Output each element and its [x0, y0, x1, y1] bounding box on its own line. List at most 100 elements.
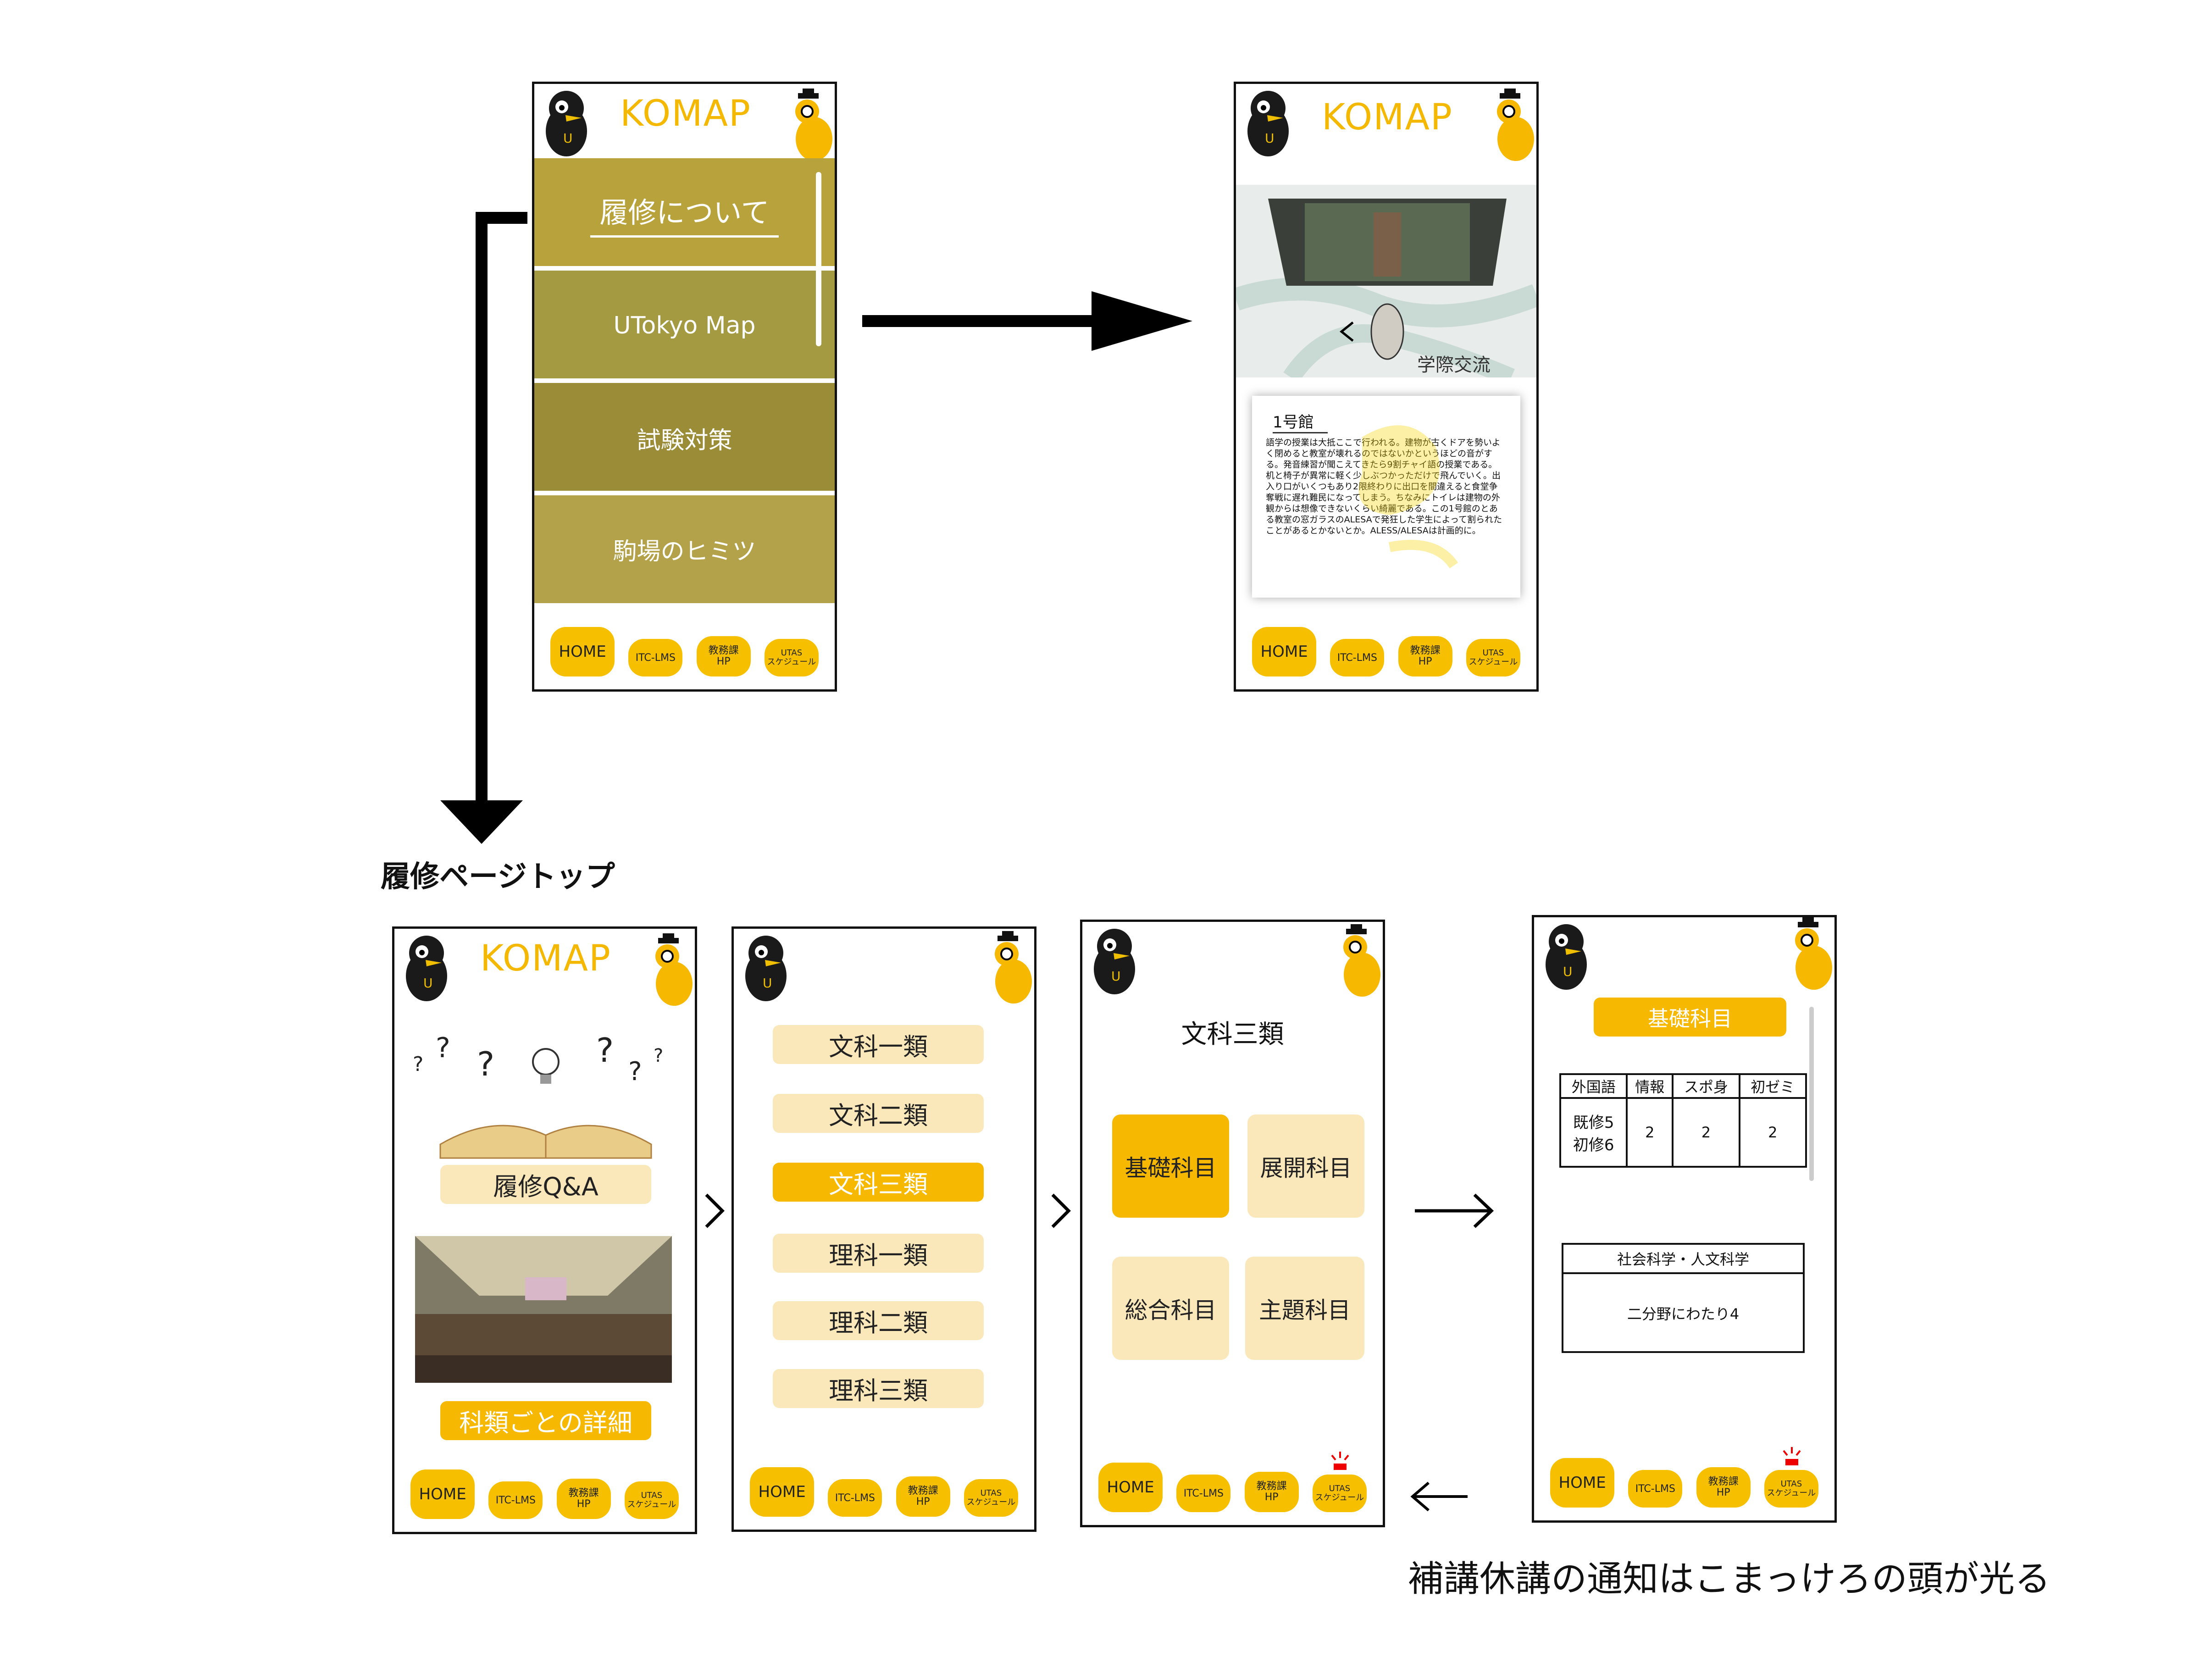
social-humanities-box: 社会科学・人文科学 二分野にわたり4	[1562, 1243, 1805, 1353]
nav-itc-button[interactable]: ITC-LMS	[1628, 1470, 1683, 1508]
menu-label-map: UTokyo Map	[613, 312, 756, 339]
subject-tile-kiso[interactable]: 基礎科目	[1112, 1114, 1229, 1218]
arrow-small-1	[705, 1193, 725, 1228]
nav-utas-label-2: スケジュール	[627, 1500, 676, 1509]
subject-tile-sogo[interactable]: 総合科目	[1112, 1257, 1229, 1360]
table-header: スポ身	[1672, 1073, 1740, 1099]
karui-label: 文科二類	[829, 1101, 928, 1130]
nav-kyomu-label-2: HP	[1264, 1491, 1279, 1503]
nav-kyomu-label: 教務課	[1256, 1480, 1287, 1492]
crow-mascot-icon: U	[1086, 926, 1141, 996]
highlight-splash	[1358, 425, 1458, 569]
table-cell-line: 既修5	[1573, 1114, 1614, 1132]
karui-item-selected[interactable]: 文科三類	[773, 1163, 984, 1202]
menu-item-map[interactable]: UTokyo Map	[534, 271, 835, 381]
notice-caption: 補講休講の通知はこまっけろの頭が光る	[1408, 1558, 2050, 1600]
alert-glow-icon	[1783, 1447, 1801, 1465]
arrow-small-2	[1051, 1193, 1071, 1228]
karui-label: 理科一類	[829, 1241, 928, 1270]
nav-kyomu-label-2: HP	[716, 656, 731, 667]
menu-label-secret: 駒場のヒミツ	[613, 538, 756, 566]
scrollbar[interactable]	[1809, 1007, 1814, 1181]
menu-item-rishu[interactable]: 履修について	[534, 158, 835, 268]
svg-text:U: U	[1563, 964, 1573, 979]
menu-item-exam[interactable]: 試験対策	[534, 383, 835, 493]
nav-itc-button[interactable]: ITC-LMS	[628, 639, 683, 676]
nav-home-label: HOME	[758, 1483, 806, 1501]
crow-mascot-icon: U	[1240, 88, 1295, 158]
frog-mascot-icon	[988, 931, 1034, 1006]
box-title: 社会科学・人文科学	[1563, 1245, 1803, 1274]
nav-itc-label: ITC-LMS	[1183, 1487, 1224, 1499]
crow-mascot-icon: U	[737, 932, 792, 1003]
nav-utas-label-2: スケジュール	[767, 657, 816, 667]
svg-text:U: U	[763, 976, 772, 991]
nav-home-button[interactable]: HOME	[1098, 1463, 1163, 1512]
subject-tile-label: 総合科目	[1125, 1297, 1217, 1324]
screen-bunsan: U 文科三類 基礎科目 展開科目 総合科目 主題科目 HOME ITC-LMS …	[1080, 920, 1385, 1527]
nav-itc-button[interactable]: ITC-LMS	[1176, 1475, 1231, 1512]
nav-home-button[interactable]: HOME	[410, 1469, 475, 1519]
nav-home-label: HOME	[419, 1485, 466, 1503]
svg-text:?: ?	[654, 1045, 663, 1066]
box-text: 二分野にわたり4	[1627, 1305, 1740, 1323]
svg-text:?: ?	[596, 1031, 614, 1070]
karui-item[interactable]: 理科二類	[773, 1301, 984, 1340]
nav-kyomu-label: 教務課	[1708, 1476, 1739, 1487]
nav-itc-button[interactable]: ITC-LMS	[828, 1479, 882, 1517]
nav-home-button[interactable]: HOME	[750, 1467, 815, 1517]
karui-item[interactable]: 理科三類	[773, 1369, 984, 1408]
rishu-detail-button[interactable]: 科類ごとの詳細	[440, 1401, 651, 1440]
map-view[interactable]: 学際交流	[1236, 185, 1536, 386]
building-description: 語学の授業は大抵ここで行われる。建物が古くドアを勢いよく閉めると教室が壊れるので…	[1266, 438, 1502, 536]
karui-item[interactable]: 文科一類	[773, 1025, 984, 1064]
svg-text:U: U	[563, 131, 573, 146]
nav-home-label: HOME	[1107, 1478, 1154, 1497]
screen-karui-list: U 文科一類 文科二類 文科三類 理科一類 理科二類 理科三類 HOME ITC…	[732, 926, 1036, 1532]
kiso-title: 基礎科目	[1594, 998, 1786, 1037]
menu-item-secret[interactable]: 駒場のヒミツ	[534, 495, 835, 603]
kiso-title-label: 基礎科目	[1648, 1006, 1732, 1031]
svg-text:U: U	[1111, 969, 1121, 984]
arrow-down-head	[440, 800, 523, 844]
nav-home-button[interactable]: HOME	[550, 627, 615, 676]
subject-tile-shudai[interactable]: 主題科目	[1245, 1257, 1364, 1360]
rishu-qa-label: 履修Q&A	[493, 1172, 599, 1201]
svg-text:?: ?	[628, 1057, 642, 1087]
nav-itc-button[interactable]: ITC-LMS	[488, 1481, 543, 1519]
nav-home-button[interactable]: HOME	[1252, 627, 1317, 676]
karui-item[interactable]: 文科二類	[773, 1094, 984, 1133]
karui-label: 理科三類	[829, 1376, 928, 1405]
building-title: 1号館	[1273, 410, 1328, 433]
nav-kyomu-label: 教務課	[568, 1487, 599, 1499]
scrollbar[interactable]	[816, 172, 821, 346]
crow-mascot-icon: U	[1538, 921, 1593, 992]
table-cell: 2	[1626, 1097, 1674, 1168]
alert-glow-icon	[1331, 1452, 1349, 1470]
nav-itc-button[interactable]: ITC-LMS	[1330, 639, 1385, 676]
karui-item[interactable]: 理科一類	[773, 1234, 984, 1273]
nav-kyomu-label-2: HP	[1716, 1487, 1730, 1498]
svg-text:?: ?	[436, 1032, 450, 1064]
subject-tile-tenkai[interactable]: 展開科目	[1247, 1114, 1364, 1218]
table-header: 外国語	[1559, 1073, 1628, 1099]
connector-line-down	[476, 212, 527, 807]
nav-home-button[interactable]: HOME	[1550, 1458, 1615, 1508]
rishu-qa-button[interactable]: 履修Q&A	[440, 1165, 651, 1204]
nav-home-label: HOME	[559, 643, 606, 661]
nav-kyomu-label-2: HP	[576, 1498, 591, 1510]
